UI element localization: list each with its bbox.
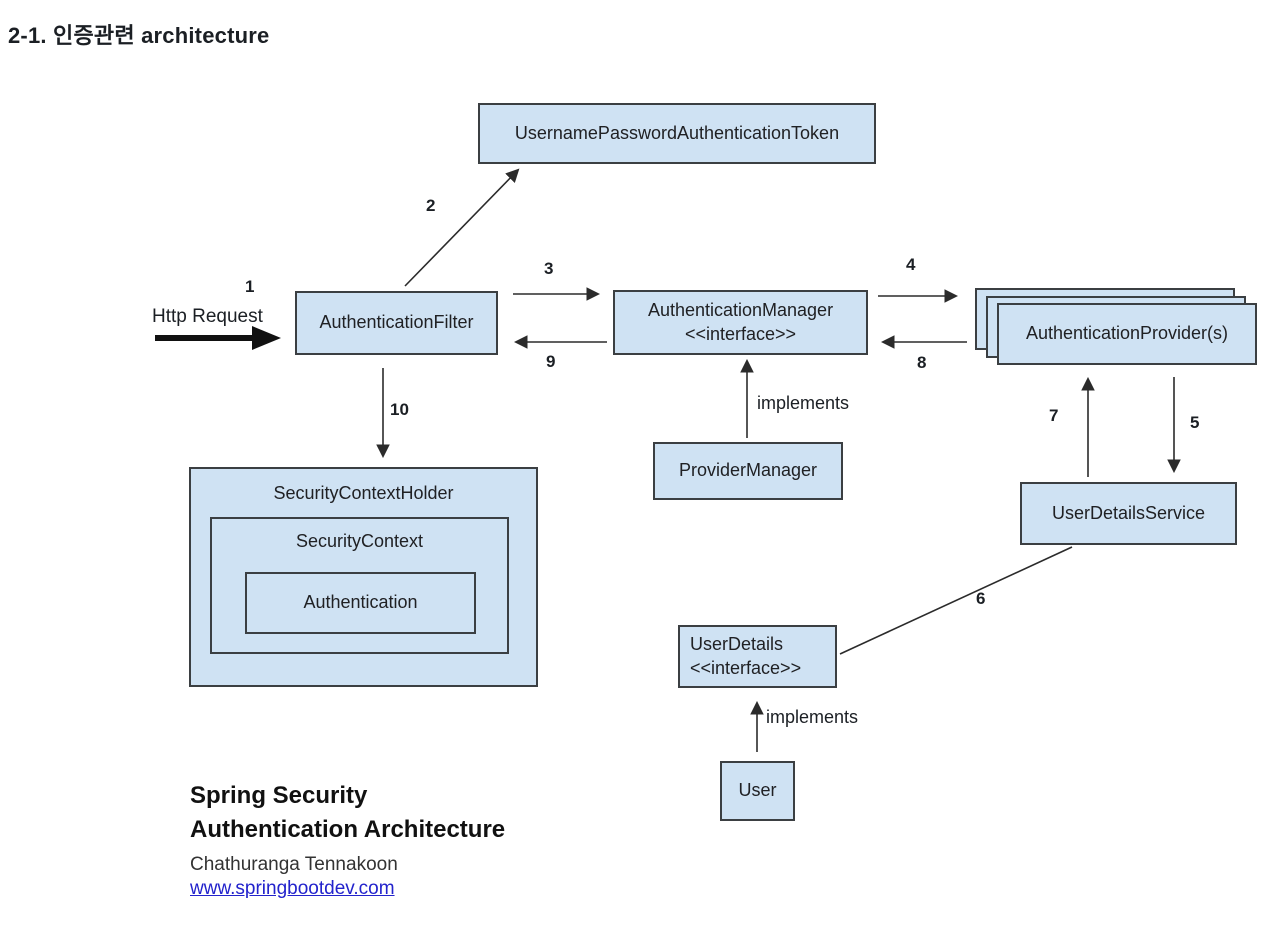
step-number-9: 9 xyxy=(546,352,556,371)
diagram-title-line1: Spring Security xyxy=(190,782,368,809)
box-user-details-service: UserDetailsService xyxy=(1020,482,1237,545)
step-number-6: 6 xyxy=(976,589,986,608)
diagram-title-line2: Authentication Architecture xyxy=(190,816,506,843)
authentication-label: Authentication xyxy=(303,592,418,613)
user-details-stereotype: <<interface>> xyxy=(690,657,802,678)
box-authentication-filter: AuthenticationFilter xyxy=(295,291,498,355)
step-number-2: 2 xyxy=(426,196,436,215)
user-details-name: UserDetails xyxy=(690,634,784,655)
box-security-context-holder: SecurityContextHolder SecurityContext Au… xyxy=(189,467,538,687)
authentication-manager-name: AuthenticationManager xyxy=(647,300,834,321)
security-context-holder-label: SecurityContextHolder xyxy=(273,483,454,503)
step-number-7: 7 xyxy=(1049,406,1059,425)
step-number-10: 10 xyxy=(390,400,409,419)
page-title: 2-1. 인증관련 architecture xyxy=(8,23,270,48)
http-request-label: Http Request xyxy=(152,306,263,327)
step-number-5: 5 xyxy=(1190,413,1200,432)
step-number-1: 1 xyxy=(245,277,255,296)
box-authentication-providers: AuthenticationProvider(s) xyxy=(997,303,1257,365)
box-user: User xyxy=(720,761,795,821)
author-name: Chathuranga Tennakoon xyxy=(190,854,398,875)
step-number-3: 3 xyxy=(544,259,554,278)
authentication-manager-stereotype: <<interface>> xyxy=(684,323,797,344)
arrow-step-2 xyxy=(404,168,520,287)
box-authentication: Authentication xyxy=(245,572,476,634)
box-user-details: UserDetails <<interface>> xyxy=(678,625,837,688)
security-context-label: SecurityContext xyxy=(295,531,424,551)
implements-manager-label: implements xyxy=(757,393,850,413)
box-security-context: SecurityContext Authentication xyxy=(210,517,509,654)
box-authentication-manager: AuthenticationManager <<interface>> xyxy=(613,290,868,355)
box-provider-manager: ProviderManager xyxy=(653,442,843,500)
arrow-step-1-head xyxy=(252,326,281,350)
line-step-6 xyxy=(839,546,1073,655)
step-number-4: 4 xyxy=(906,255,916,274)
diagram-title: Spring Security Authentication Architect… xyxy=(190,779,505,847)
implements-user-label: implements xyxy=(766,707,859,727)
website-link[interactable]: www.springbootdev.com xyxy=(190,878,395,899)
box-username-password-authentication-token: UsernamePasswordAuthenticationToken xyxy=(478,103,876,164)
step-number-8: 8 xyxy=(917,353,927,372)
